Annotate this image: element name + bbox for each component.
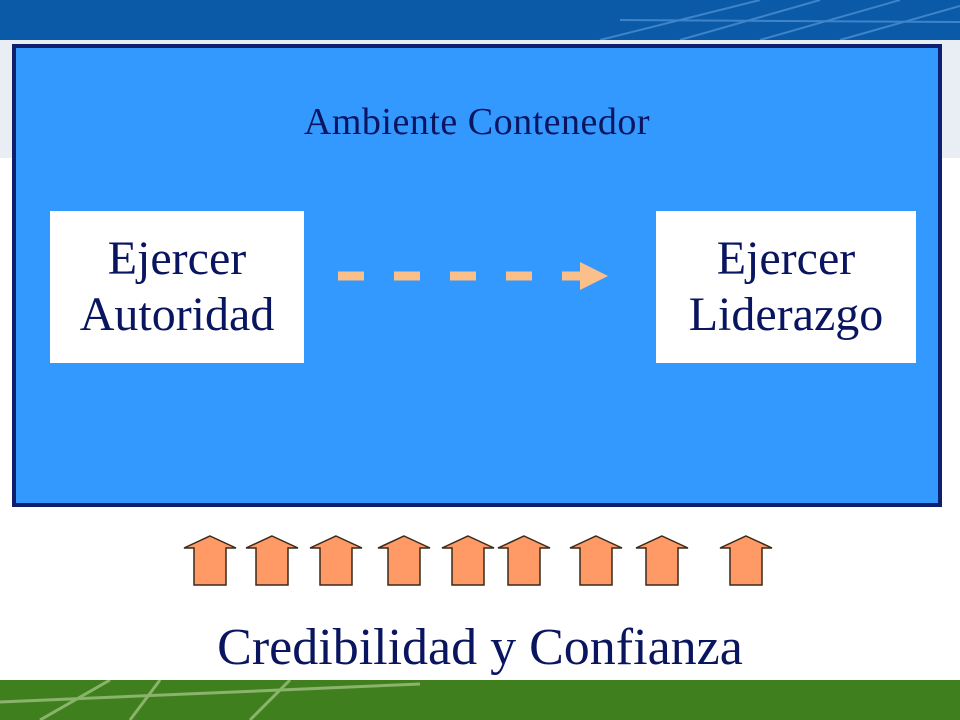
box-exercise-authority-line1: Ejercer (107, 232, 247, 285)
dashed-arrow (338, 262, 608, 290)
upward-arrow (569, 535, 623, 586)
bottom-label: Credibilidad y Confianza (217, 619, 743, 676)
upward-arrow (719, 535, 773, 586)
upward-arrow (183, 535, 237, 586)
upward-arrow (497, 535, 551, 586)
top-banner (0, 0, 960, 40)
bottom-banner (0, 680, 960, 720)
upward-arrow (245, 535, 299, 586)
upward-arrow (635, 535, 689, 586)
container-environment: Ambiente Contenedor Ejercer Autoridad Ej… (12, 44, 942, 507)
box-exercise-authority-line2: Autoridad (79, 288, 275, 341)
upward-arrow (309, 535, 363, 586)
box-exercise-leadership-line2: Liderazgo (688, 288, 884, 341)
box-exercise-leadership-line1: Ejercer (716, 232, 856, 285)
container-title: Ambiente Contenedor (303, 101, 651, 143)
upward-arrow (441, 535, 495, 586)
dashed-arrow-head (580, 262, 608, 290)
box-exercise-authority: Ejercer Autoridad (50, 211, 304, 363)
box-exercise-leadership: Ejercer Liderazgo (656, 211, 916, 363)
upward-arrow (377, 535, 431, 586)
upward-arrows (183, 535, 773, 586)
